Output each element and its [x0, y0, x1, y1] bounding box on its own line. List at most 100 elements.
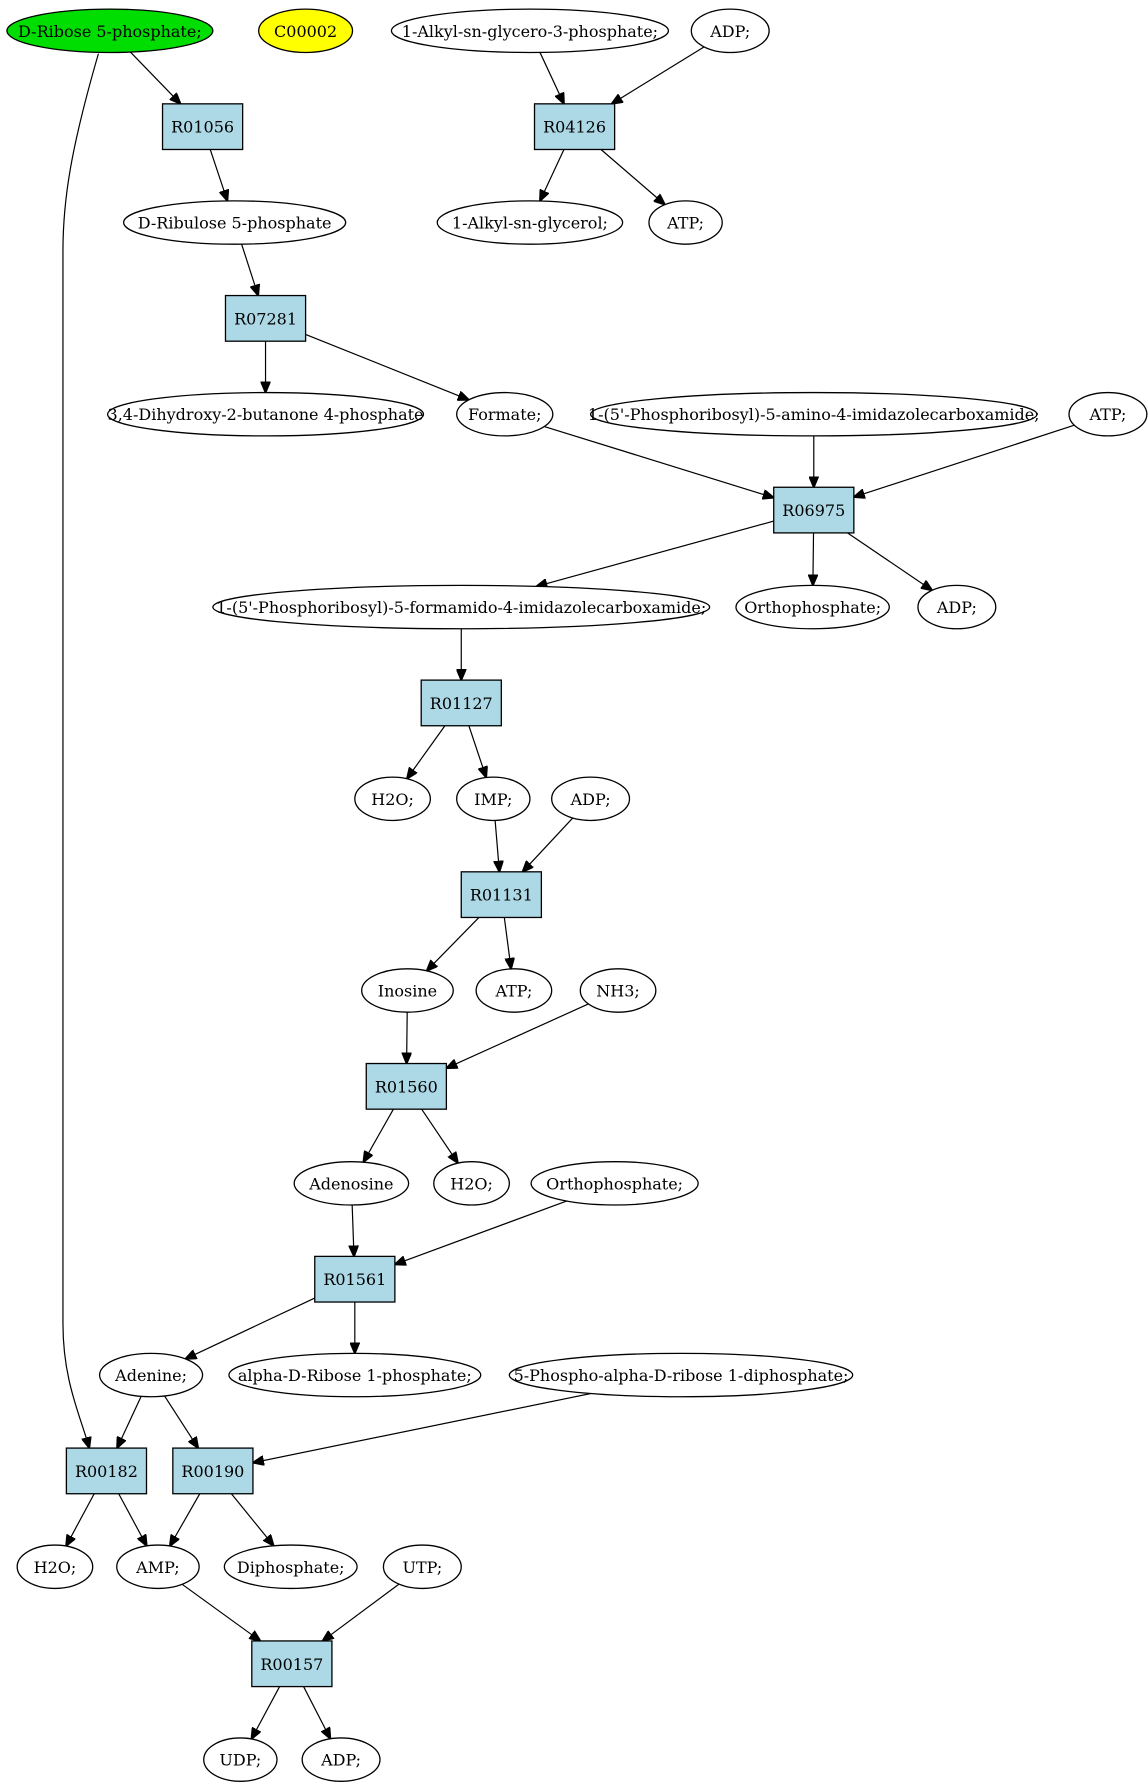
compound-ellipse [917, 584, 997, 630]
node-label: IMP; [474, 790, 512, 809]
reaction-node-r01127[interactable]: R01127 [420, 679, 502, 727]
edge-r07281-to-formate [305, 333, 469, 399]
compound-node-atp3[interactable]: ATP; [475, 968, 553, 1013]
reaction-node-r01056[interactable]: R01056 [161, 103, 244, 151]
node-label: ADP; [936, 598, 977, 617]
compound-node-adenosine[interactable]: Adenosine [293, 1161, 410, 1206]
compound-node-faicar[interactable]: 1-(5'-Phosphoribosyl)-5-formamido-4-imid… [212, 584, 711, 630]
reaction-node-r01561[interactable]: R01561 [314, 1255, 396, 1303]
reaction-node-r00190[interactable]: R00190 [172, 1447, 254, 1495]
compound-node-h2o1[interactable]: H2O; [354, 776, 432, 822]
compound-node-inosine[interactable]: Inosine [361, 968, 454, 1013]
edge-r01127-to-h2o1 [407, 725, 446, 779]
edge-formate-to-r06975 [544, 425, 773, 498]
node-label: ADP; [320, 1751, 361, 1770]
nodes-layer: D-Ribose 5-phosphate; C00002 1-Alkyl-sn-gl… [6, 8, 1148, 1782]
compound-node-alkyl-g3p[interactable]: 1-Alkyl-sn-glycero-3-phosphate; [390, 8, 670, 54]
compound-ellipse [6, 8, 214, 54]
compound-node-adp1[interactable]: ADP; [690, 8, 770, 54]
compound-ellipse [354, 776, 432, 822]
compound-node-prpp[interactable]: 5-Phospho-alpha-D-ribose 1-diphosphate; [508, 1352, 854, 1398]
compound-node-aicar[interactable]: 1-(5'-Phosphoribosyl)-5-amino-4-imidazol… [588, 391, 1040, 437]
compound-node-utp[interactable]: UTP; [382, 1544, 462, 1590]
edge-r5p-to-r00182 [62, 53, 100, 1448]
reaction-node-r00157[interactable]: R00157 [251, 1640, 333, 1688]
compound-ellipse [382, 1544, 462, 1590]
compound-ellipse [551, 776, 631, 822]
reaction-node-r07281[interactable]: R07281 [224, 294, 307, 342]
compound-node-alkylglycerol[interactable]: 1-Alkyl-sn-glycerol; [436, 200, 624, 245]
edge-r01560-to-adenosine [363, 1108, 394, 1162]
node-label: R01127 [430, 694, 493, 713]
compound-ellipse [390, 8, 670, 54]
compound-node-r5p[interactable]: D-Ribose 5-phosphate; [6, 8, 214, 54]
edge-r01131-to-inosine [427, 917, 480, 970]
node-label: ATP; [1088, 405, 1126, 424]
edge-r00182-to-amp [118, 1493, 147, 1546]
edge-r00190-to-amp [170, 1493, 201, 1546]
compound-node-h2o3[interactable]: H2O; [16, 1544, 94, 1590]
edge-r01561-to-adenine [185, 1297, 316, 1359]
compound-node-adp2[interactable]: ADP; [917, 584, 997, 630]
edge-utp-to-r00157 [323, 1583, 400, 1641]
compound-node-nh3[interactable]: NH3; [579, 968, 657, 1013]
node-label: 3,4-Dihydroxy-2-butanone 4-phosphate [108, 405, 424, 424]
compound-node-imp[interactable]: IMP; [456, 776, 531, 822]
compound-node-ru5p[interactable]: D-Ribulose 5-phosphate [122, 200, 347, 245]
compound-node-pi2[interactable]: Orthophosphate; [530, 1161, 699, 1206]
compound-ellipse [212, 584, 711, 630]
edge-r01056-to-ru5p [209, 149, 227, 200]
compound-node-amp[interactable]: AMP; [116, 1544, 200, 1590]
edge-adp1-to-r04126 [612, 46, 705, 104]
node-label: H2O; [34, 1558, 77, 1577]
node-label: Formate; [468, 405, 542, 424]
node-label: ADP; [709, 22, 750, 41]
compound-node-adp3[interactable]: ADP; [551, 776, 631, 822]
node-label: 1-(5'-Phosphoribosyl)-5-amino-4-imidazol… [588, 405, 1040, 424]
compound-node-atp1[interactable]: ATP; [648, 200, 723, 245]
compound-node-atp2[interactable]: ATP; [1068, 391, 1148, 437]
edges-layer [62, 46, 1075, 1739]
reaction-node-r00182[interactable]: R00182 [65, 1447, 148, 1495]
edge-adenine-to-r00190 [164, 1395, 199, 1448]
reaction-node-r01560[interactable]: R01560 [365, 1062, 448, 1110]
edge-r04126-to-atp1 [600, 149, 665, 204]
edge-adp3-to-r01131 [523, 817, 574, 872]
reaction-box [161, 103, 244, 151]
compound-node-c00002[interactable]: C00002 [258, 8, 354, 54]
edge-nh3-to-r01560 [446, 1003, 589, 1068]
compound-node-udp[interactable]: UDP; [203, 1737, 278, 1782]
reaction-node-r06975[interactable]: R06975 [773, 486, 855, 534]
compound-node-ppi[interactable]: Diphosphate; [223, 1544, 358, 1590]
reaction-node-r01131[interactable]: R01131 [460, 871, 543, 919]
compound-ellipse [361, 968, 454, 1013]
compound-ellipse [589, 391, 1038, 437]
node-label: 1-(5'-Phosphoribosyl)-5-formamido-4-imid… [216, 598, 706, 617]
node-label: 1-Alkyl-sn-glycerol; [452, 214, 608, 233]
compound-node-formate[interactable]: Formate; [456, 391, 554, 437]
edge-prpp-to-r00190 [253, 1392, 592, 1463]
compound-node-pi1[interactable]: Orthophosphate; [735, 584, 890, 630]
node-label: Adenine; [114, 1366, 187, 1385]
compound-ellipse [228, 1352, 482, 1398]
compound-node-adenine[interactable]: Adenine; [98, 1352, 204, 1398]
reaction-box [224, 294, 307, 342]
compound-node-h2o2[interactable]: H2O; [433, 1161, 510, 1206]
node-label: Adenosine [308, 1174, 393, 1193]
compound-node-adp4[interactable]: ADP; [301, 1737, 381, 1782]
node-label: C00002 [274, 22, 337, 41]
node-label: 5-Phospho-alpha-D-ribose 1-diphosphate; [514, 1366, 849, 1385]
compound-ellipse [690, 8, 770, 54]
compound-node-r1p[interactable]: alpha-D-Ribose 1-phosphate; [228, 1352, 482, 1398]
edge-pi2-to-r01561 [395, 1200, 567, 1264]
reaction-node-r04126[interactable]: R04126 [533, 103, 616, 151]
compound-ellipse [122, 200, 347, 245]
reaction-box [420, 679, 502, 727]
node-label: Diphosphate; [237, 1558, 345, 1577]
edge-r00182-to-h2o3 [66, 1493, 95, 1546]
edge-r00190-to-ppi [230, 1493, 273, 1546]
compound-ellipse [508, 1352, 854, 1398]
compound-node-dhbp[interactable]: 3,4-Dihydroxy-2-butanone 4-phosphate [106, 391, 425, 437]
edge-ru5p-to-r07281 [241, 243, 259, 295]
node-label: NH3; [596, 981, 640, 1000]
